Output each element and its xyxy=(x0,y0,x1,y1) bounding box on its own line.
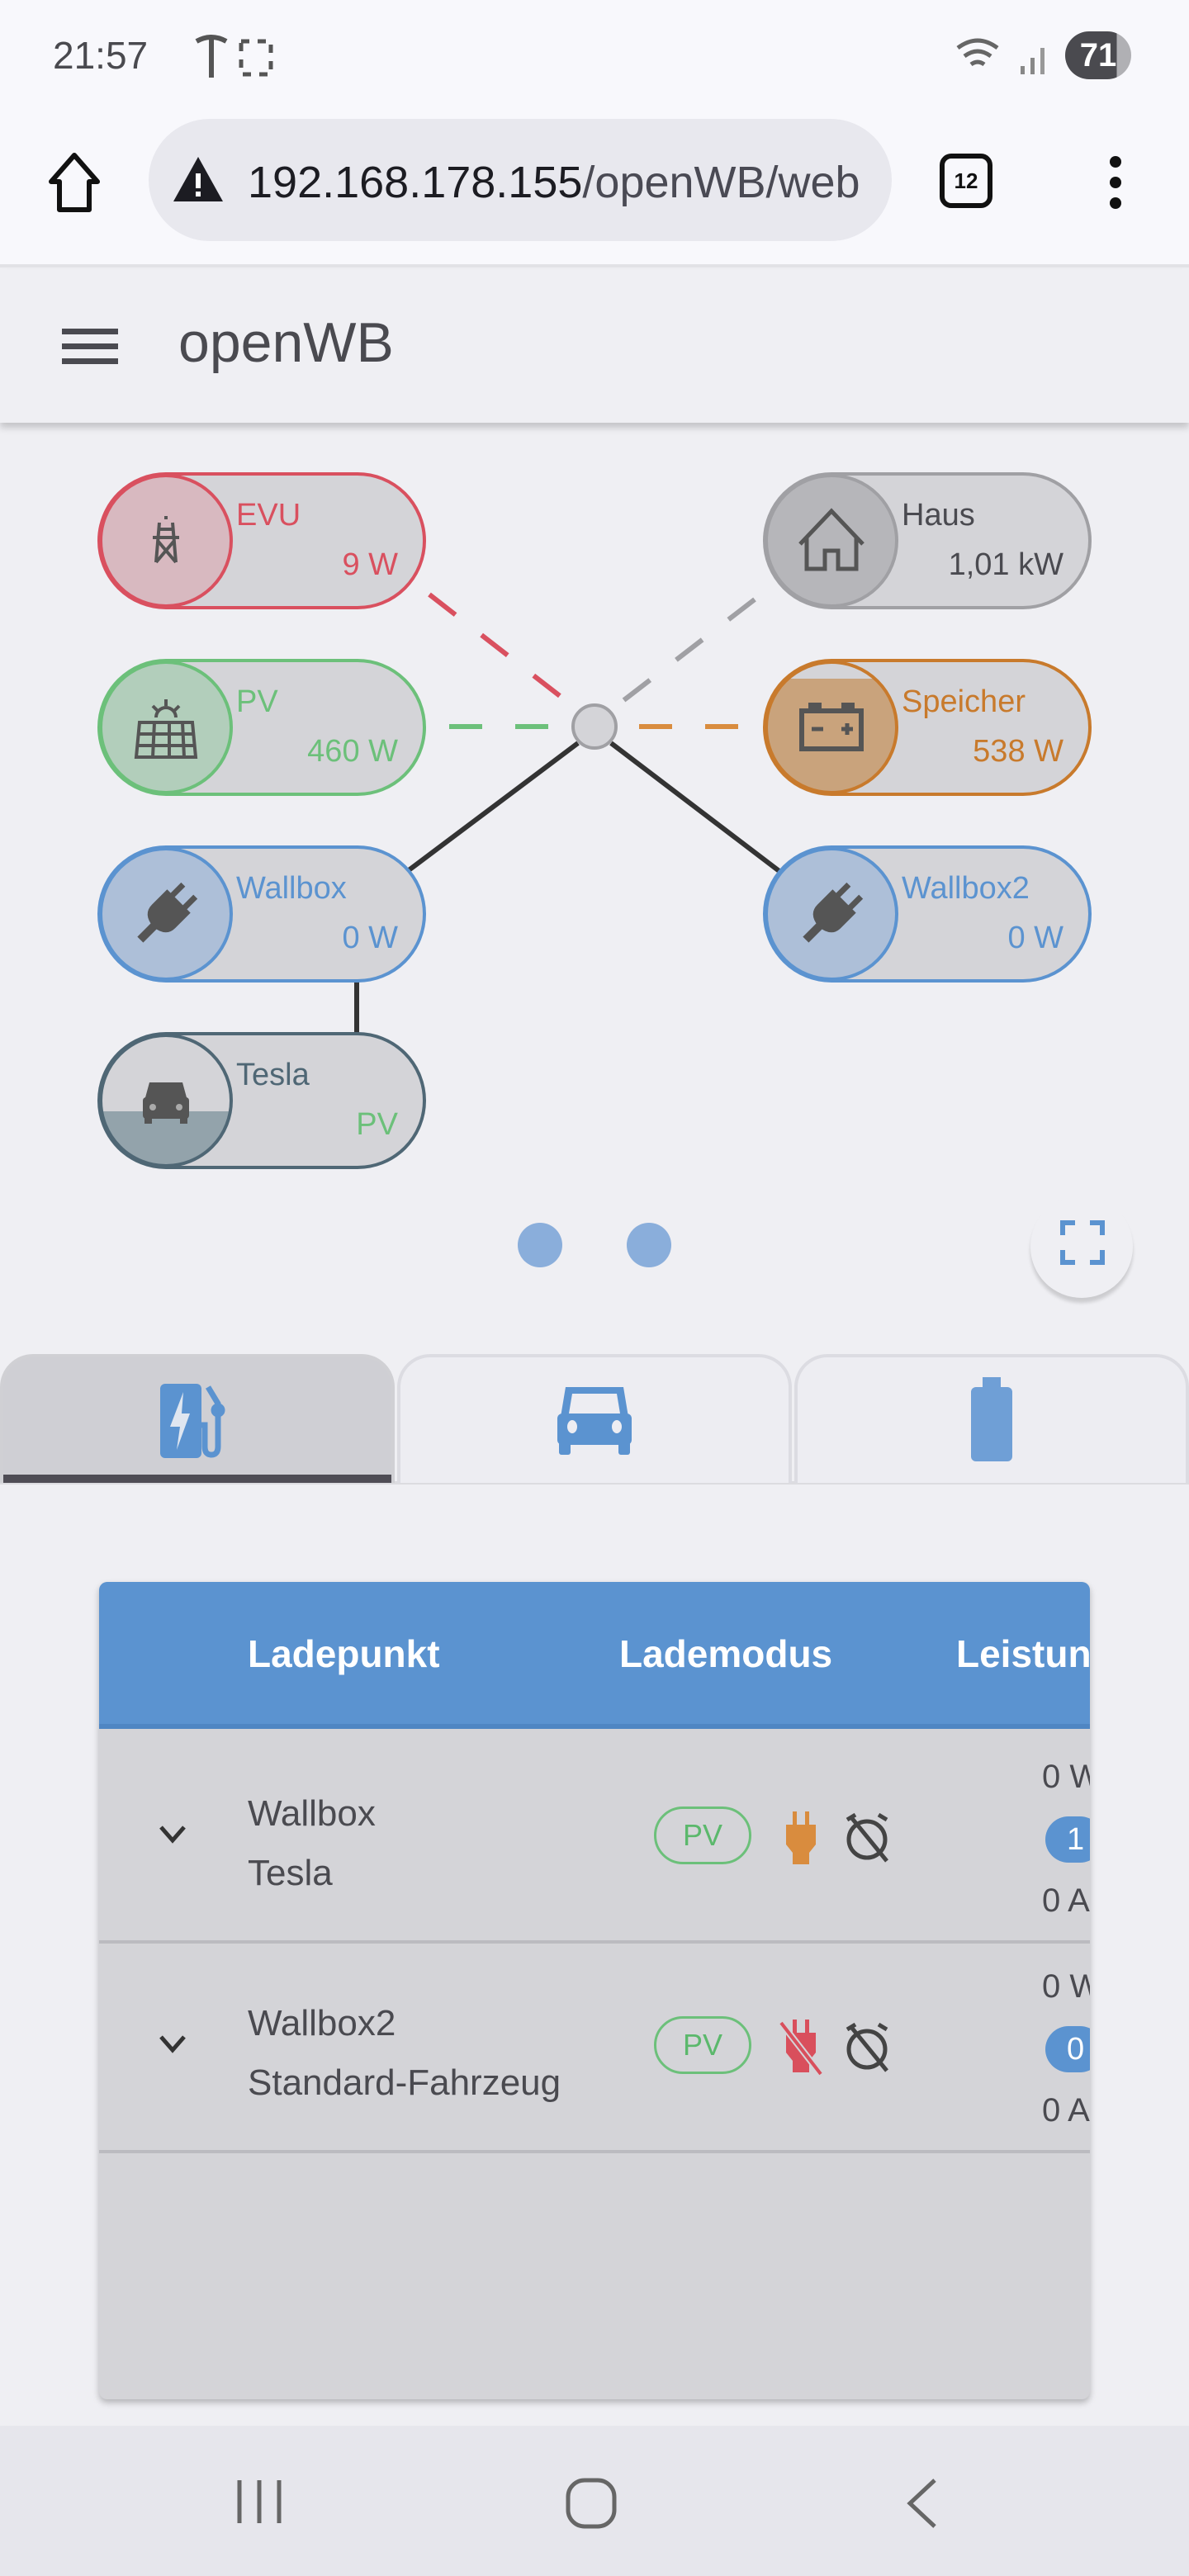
phases-badge: 1 xyxy=(1045,1816,1090,1863)
row-power: 0 W xyxy=(1042,1759,1090,1795)
url-host: 192.168.178.155 xyxy=(248,158,583,207)
table-row[interactable]: Wallbox2 Standard-Fahrzeug PV 0 W 0 0 A xyxy=(99,1944,1090,2153)
charge-mode-badge[interactable]: PV xyxy=(654,2016,751,2074)
notification-icons xyxy=(195,35,273,78)
flow-line-wallbox xyxy=(407,741,580,873)
node-value: 1,01 kW xyxy=(949,547,1064,582)
table-row[interactable]: Wallbox Tesla PV 0 W 1 0 A xyxy=(99,1734,1090,1944)
row-vehicle-name: Standard-Fahrzeug xyxy=(248,2062,561,2103)
tab-switcher-button[interactable]: 12 xyxy=(940,154,992,208)
plug-icon xyxy=(137,882,198,943)
node-label: PV xyxy=(236,684,278,719)
battery-indicator: 71 xyxy=(1065,31,1131,79)
page-dot-1[interactable] xyxy=(518,1223,562,1267)
timer-off-icon xyxy=(846,2022,888,2072)
header-leistung[interactable]: Leistung xyxy=(956,1632,1090,1675)
row-chargepoint-name: Wallbox2 xyxy=(248,2003,396,2043)
row-vehicle-name: Tesla xyxy=(248,1853,333,1893)
chevron-down-icon[interactable] xyxy=(159,2034,187,2054)
plug-connected-icon xyxy=(786,1811,816,1864)
node-value: 0 W xyxy=(342,921,398,955)
node-value: 0 W xyxy=(1007,921,1063,955)
solar-panel-icon xyxy=(134,699,198,759)
node-label: EVU xyxy=(236,498,301,533)
node-wallbox2[interactable]: Wallbox2 0 W xyxy=(763,845,1092,983)
charge-mode-badge[interactable]: PV xyxy=(654,1807,751,1864)
node-label: Haus xyxy=(902,498,975,533)
plug-disconnected-icon xyxy=(778,2020,824,2076)
row-chargepoint-name: Wallbox xyxy=(248,1793,376,1834)
charge-points-table: Ladepunkt Lademodus Leistung Wallbox Tes… xyxy=(99,1582,1090,2399)
row-current: 0 A xyxy=(1042,2092,1090,2129)
node-haus[interactable]: Haus 1,01 kW xyxy=(763,472,1092,609)
home-icon[interactable] xyxy=(46,150,102,216)
app-bar: openWB xyxy=(0,269,1189,423)
fullscreen-icon xyxy=(1060,1220,1105,1265)
page-dot-2[interactable] xyxy=(627,1223,671,1267)
tab-battery[interactable] xyxy=(794,1354,1189,1483)
phases-badge: 0 xyxy=(1045,2026,1090,2072)
power-flow-diagram: EVU 9 W Haus 1,01 kW PV 460 W Speicher 538 W Wal… xyxy=(97,472,1092,1169)
node-pv[interactable]: PV 460 W xyxy=(97,659,426,796)
node-label: Wallbox2 xyxy=(902,871,1030,906)
recent-apps-icon[interactable] xyxy=(234,2479,284,2525)
system-nav-bar xyxy=(0,2426,1189,2576)
plug-icon xyxy=(803,882,864,943)
node-value: 9 W xyxy=(342,547,398,582)
tab-charge-points[interactable] xyxy=(0,1354,395,1483)
flow-line-evu xyxy=(428,592,580,713)
power-tower-icon xyxy=(153,516,179,564)
table-header: Ladepunkt Lademodus Leistung xyxy=(99,1582,1090,1729)
node-value: PV xyxy=(356,1107,398,1142)
warning-icon[interactable] xyxy=(172,155,225,203)
charging-station-icon xyxy=(160,1384,225,1458)
node-speicher[interactable]: Speicher 538 W xyxy=(763,659,1092,803)
tab-bar xyxy=(0,1354,1189,1485)
app-title: openWB xyxy=(178,311,394,374)
battery-icon xyxy=(799,703,864,751)
junction-node xyxy=(571,703,618,750)
flow-line-haus xyxy=(609,597,756,713)
clock: 21:57 xyxy=(53,34,149,77)
node-value: 538 W xyxy=(973,734,1063,769)
address-bar[interactable]: 192.168.178.155/openWB/web xyxy=(149,119,892,241)
chevron-down-icon[interactable] xyxy=(159,1825,187,1844)
car-icon xyxy=(143,1082,189,1124)
header-lademodus[interactable]: Lademodus xyxy=(619,1632,833,1675)
header-ladepunkt[interactable]: Ladepunkt xyxy=(248,1632,440,1675)
car-icon xyxy=(557,1387,632,1455)
browser-toolbar: 192.168.178.155/openWB/web 12 xyxy=(0,107,1189,268)
back-icon[interactable] xyxy=(903,2477,940,2530)
node-value: 460 W xyxy=(307,734,398,769)
status-bar: 21:57 71 xyxy=(0,0,1189,119)
node-label: Wallbox xyxy=(236,871,347,906)
tab-vehicles[interactable] xyxy=(397,1354,792,1483)
url-path: /openWB/web xyxy=(582,158,860,207)
battery-icon xyxy=(971,1377,1012,1461)
node-label: Tesla xyxy=(236,1058,310,1092)
timer-off-icon xyxy=(846,1812,888,1863)
row-current: 0 A xyxy=(1042,1882,1090,1919)
node-label: Speicher xyxy=(902,684,1026,719)
wifi-signal-icon xyxy=(956,38,1045,74)
node-wallbox[interactable]: Wallbox 0 W xyxy=(97,845,426,983)
flow-line-wallbox2 xyxy=(609,741,782,874)
more-menu-icon[interactable] xyxy=(1103,154,1128,211)
home-nav-icon[interactable] xyxy=(565,2477,618,2530)
house-icon xyxy=(798,508,865,571)
node-evu[interactable]: EVU 9 W xyxy=(97,472,426,609)
fullscreen-button[interactable] xyxy=(1030,1196,1133,1298)
row-power: 0 W xyxy=(1042,1968,1090,2005)
